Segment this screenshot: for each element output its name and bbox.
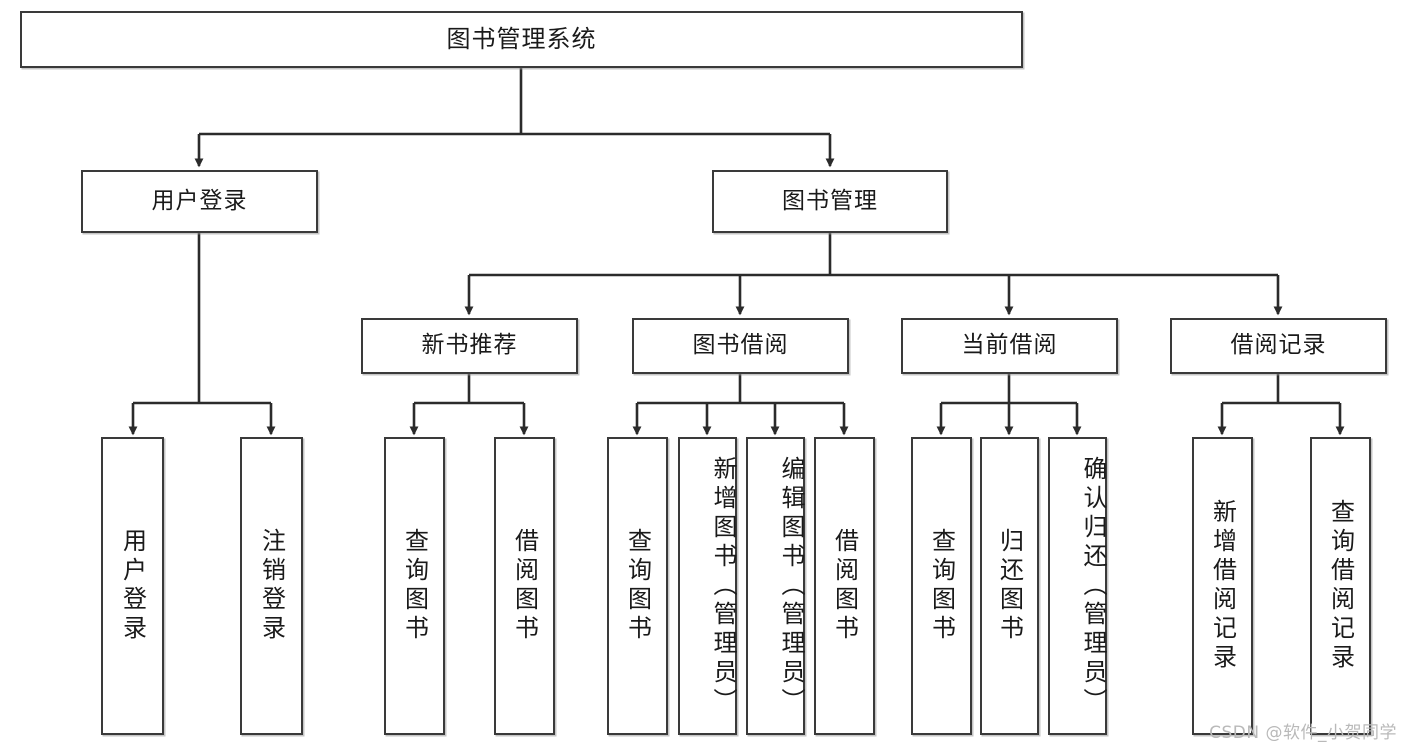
- node-user-login[interactable]: 用户登录: [81, 170, 318, 233]
- node-borrow-record[interactable]: 借阅记录: [1170, 318, 1387, 374]
- leaf-query-book-borrow[interactable]: 查询图书: [607, 437, 668, 735]
- leaf-add-borrow-record[interactable]: 新增借阅记录: [1192, 437, 1253, 735]
- leaf-confirm-return-admin[interactable]: 确认归还（管理员）: [1048, 437, 1107, 735]
- node-new-book-recommend[interactable]: 新书推荐: [361, 318, 578, 374]
- leaf-user-login[interactable]: 用户登录: [101, 437, 164, 735]
- csdn-watermark: CSDN @软件_小贺同学: [1209, 723, 1397, 743]
- leaf-edit-book-admin[interactable]: 编辑图书（管理员）: [746, 437, 805, 735]
- node-book-management[interactable]: 图书管理: [712, 170, 948, 233]
- leaf-query-book-current[interactable]: 查询图书: [911, 437, 972, 735]
- node-book-borrow[interactable]: 图书借阅: [632, 318, 849, 374]
- leaf-borrow-book[interactable]: 借阅图书: [814, 437, 875, 735]
- leaf-return-book[interactable]: 归还图书: [980, 437, 1039, 735]
- node-current-borrow[interactable]: 当前借阅: [901, 318, 1118, 374]
- leaf-logout[interactable]: 注销登录: [240, 437, 303, 735]
- node-root-book-management-system[interactable]: 图书管理系统: [20, 11, 1023, 68]
- leaf-query-borrow-record[interactable]: 查询借阅记录: [1310, 437, 1371, 735]
- leaf-query-book-recommend[interactable]: 查询图书: [384, 437, 445, 735]
- leaf-add-book-admin[interactable]: 新增图书（管理员）: [678, 437, 737, 735]
- leaf-borrow-book-recommend[interactable]: 借阅图书: [494, 437, 555, 735]
